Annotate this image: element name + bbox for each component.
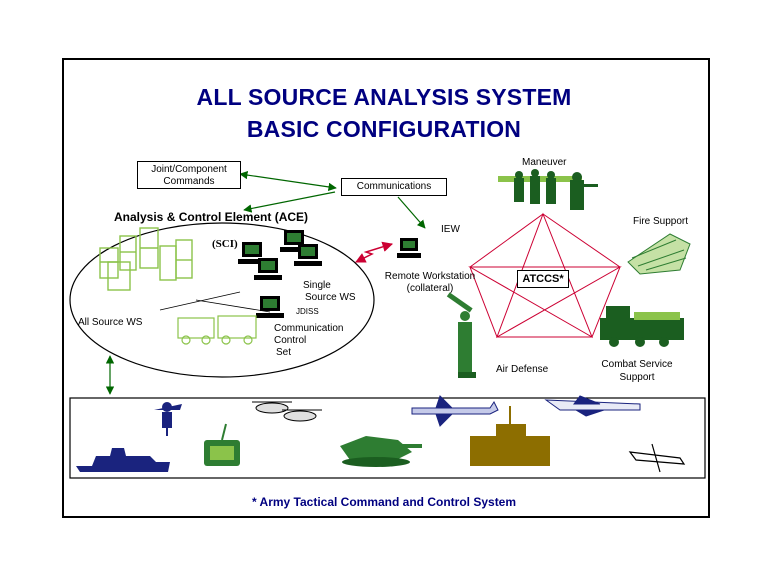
- css-line-1: Combat Service: [601, 359, 673, 370]
- soldier-antenna-clipart: [154, 402, 182, 436]
- comm-control-line-3: Set: [276, 347, 292, 358]
- single-source-line-2: Source WS: [305, 292, 356, 303]
- platforms-box: [69, 397, 706, 479]
- comm-control-label: Communication Control Set: [274, 323, 343, 359]
- single-source-line-1: Single: [303, 280, 331, 291]
- jdiss-label: JDISS: [296, 307, 319, 316]
- title-line-2: BASIC CONFIGURATION: [246, 116, 522, 142]
- arrow-comm-ace: [243, 191, 336, 213]
- maneuver-clipart: [498, 169, 598, 210]
- joint-commands-box: Joint/Component Commands: [137, 161, 241, 189]
- ace-label: Analysis & Control Element (ACE): [114, 210, 309, 224]
- title-line-1: ALL SOURCE ANALYSIS SYSTEM: [196, 84, 572, 110]
- air-defense-label: Air Defense: [496, 364, 549, 375]
- tank-clipart: [340, 436, 422, 467]
- atccs-pentagon: [468, 212, 622, 339]
- all-source-ws-clipart: [99, 227, 193, 291]
- sci-label: (SCI): [212, 238, 238, 250]
- remote-line-1: Remote Workstation: [384, 271, 476, 282]
- communications-label: Communications: [356, 181, 432, 192]
- comm-control-line-2: Control: [274, 335, 307, 346]
- arrow-comm-iew: [397, 196, 426, 229]
- joint-commands-line-2: Commands: [163, 176, 215, 187]
- footnote: * Army Tactical Command and Control Syst…: [251, 495, 517, 509]
- atccs-label: ATCCS*: [522, 273, 564, 285]
- single-source-label: Single Source WS: [303, 280, 356, 304]
- radar-clipart: [470, 406, 550, 466]
- fire-support-clipart: [627, 233, 691, 275]
- ship-clipart: [76, 448, 170, 472]
- all-source-ws-label: All Source WS: [78, 317, 143, 328]
- maneuver-label: Maneuver: [522, 157, 567, 168]
- css-line-2: Support: [619, 372, 655, 383]
- aircraft-clipart: [411, 395, 499, 427]
- arrow-joint-comm: [239, 170, 337, 192]
- transport-plane-clipart: [544, 395, 641, 417]
- css-truck-clipart: [600, 306, 684, 347]
- ace-ellipse: [69, 222, 375, 378]
- atccs-box: ATCCS*: [517, 270, 569, 288]
- remote-line-2: (collateral): [406, 283, 454, 294]
- remote-workstation-label: Remote Workstation (collateral): [380, 271, 480, 295]
- comm-vehicles-clipart: [159, 291, 271, 345]
- radio-clipart: [204, 423, 240, 466]
- helicopters-clipart: [252, 401, 322, 422]
- comm-control-line-1: Communication: [274, 323, 344, 334]
- arrow-remote-link: [355, 241, 394, 263]
- communications-box: Communications: [341, 178, 447, 196]
- workstation-icons: [238, 230, 421, 318]
- small-plane-clipart: [628, 443, 686, 473]
- air-defense-clipart: [446, 292, 476, 378]
- fire-support-label: Fire Support: [633, 216, 689, 227]
- joint-commands-line-1: Joint/Component: [151, 164, 227, 175]
- iew-label: IEW: [441, 224, 460, 235]
- css-label: Combat Service Support: [597, 358, 677, 384]
